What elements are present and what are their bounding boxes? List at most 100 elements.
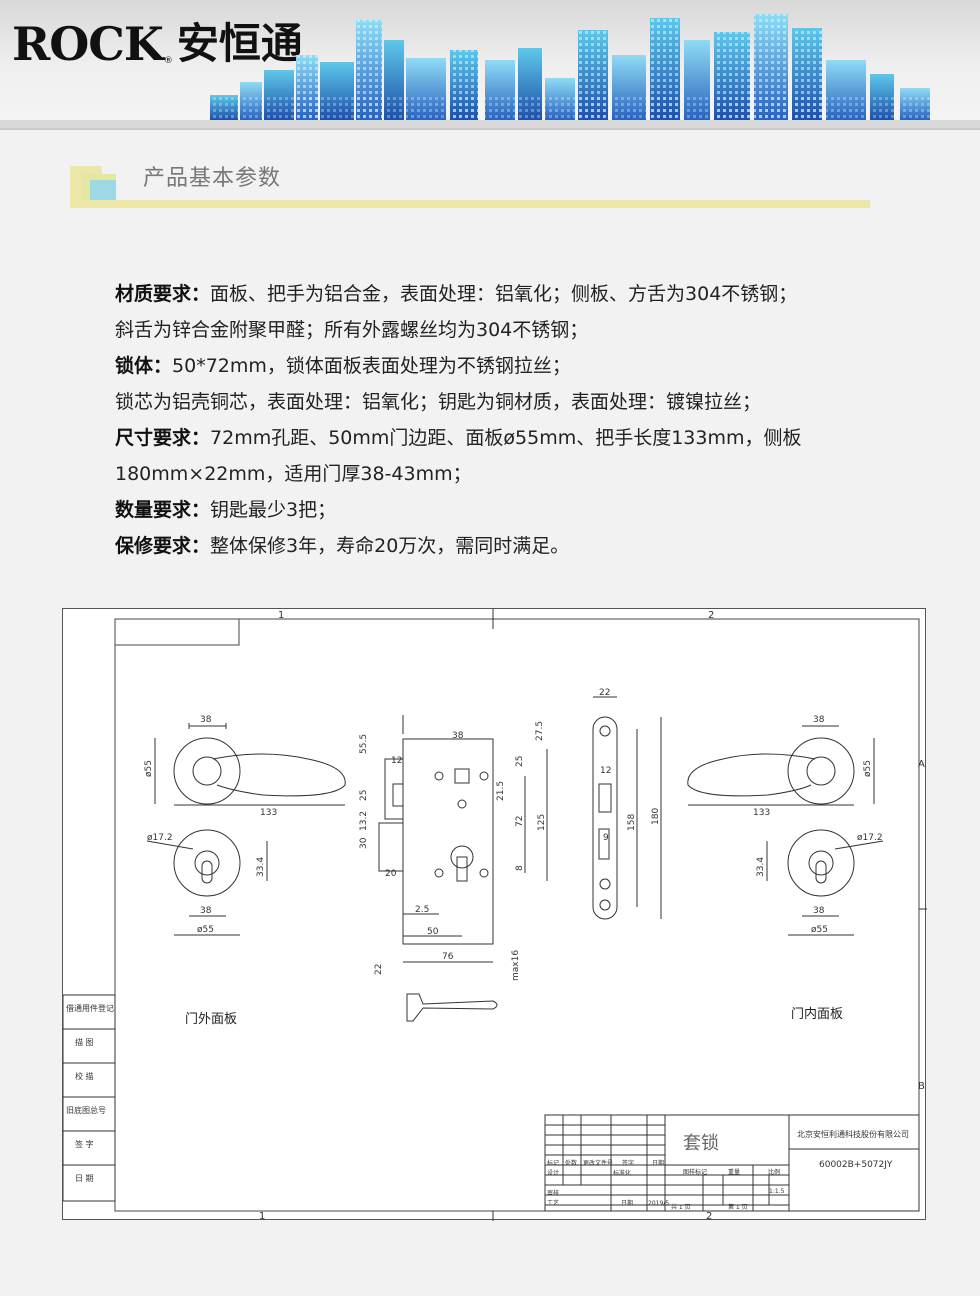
dim-label: 22 bbox=[374, 964, 384, 975]
header-divider bbox=[0, 120, 980, 128]
tb-label: 共 1 页 bbox=[671, 1203, 691, 1211]
spec-line: 数量要求：钥匙最少3把； bbox=[115, 492, 875, 528]
dim-label: 33.4 bbox=[756, 857, 766, 877]
inner-lever-handle: 38 ø55 133 bbox=[687, 715, 875, 818]
dim-label: 76 bbox=[442, 952, 454, 962]
spec-line: 斜舌为锌合金附聚甲醛；所有外露螺丝均为304不锈钢； bbox=[115, 312, 875, 348]
tb-label: 日期 bbox=[621, 1199, 633, 1207]
dim-label: 133 bbox=[260, 808, 277, 818]
dim-label: 2.5 bbox=[415, 905, 429, 915]
tb-label: 重量 bbox=[728, 1168, 740, 1176]
dim-label: 38 bbox=[813, 906, 825, 916]
dim-label: 25 bbox=[359, 790, 369, 801]
stamp-label: 描 图 bbox=[75, 1037, 94, 1047]
spec-text: 72mm孔距、50mm门边距、面板ø55mm、把手长度133mm，侧板 bbox=[210, 427, 802, 449]
tb-label: 工艺 bbox=[547, 1199, 559, 1207]
tb-label: 比例 bbox=[768, 1168, 780, 1176]
dim-label: ø17.2 bbox=[147, 833, 173, 843]
tb-label: 设计 bbox=[547, 1169, 559, 1177]
grid-col-label: 2 bbox=[706, 1211, 712, 1221]
right-panel-label: 门内面板 bbox=[791, 1006, 843, 1022]
dim-label: 133 bbox=[753, 808, 770, 818]
spec-text: 50*72mm，锁体面板表面处理为不锈钢拉丝； bbox=[172, 355, 571, 377]
stamp-label: 日 期 bbox=[75, 1174, 94, 1183]
spec-line: 材质要求：面板、把手为铝合金，表面处理：铝氧化；侧板、方舌为304不锈钢； bbox=[115, 276, 875, 312]
dim-label: 25 bbox=[515, 756, 525, 767]
spec-line: 保修要求：整体保修3年，寿命20万次，需同时满足。 bbox=[115, 528, 875, 564]
top-left-box bbox=[114, 618, 240, 646]
stamp-label: 签 字 bbox=[75, 1139, 94, 1149]
dim-label: 158 bbox=[627, 814, 637, 831]
grid-col-label: 1 bbox=[259, 1211, 265, 1221]
spec-text: 面板、把手为铝合金，表面处理：铝氧化；侧板、方舌为304不锈钢； bbox=[210, 283, 798, 305]
spec-line: 尺寸要求：72mm孔距、50mm门边距、面板ø55mm、把手长度133mm，侧板 bbox=[115, 420, 875, 456]
title-block-scale: 1:1.5 bbox=[769, 1188, 785, 1195]
dim-label: 55.5 bbox=[359, 734, 369, 754]
grid-col-label: 1 bbox=[278, 610, 284, 621]
tb-label: 签字 bbox=[622, 1159, 634, 1167]
dim-label: 38 bbox=[200, 906, 212, 916]
spec-text: 锁芯为铝壳铜芯，表面处理：铝氧化；钥匙为铜材质，表面处理：镀镍拉丝； bbox=[115, 391, 762, 413]
lock-body: 38 55.5 12 27.5 25 21.5 25 13.2 30 72 12… bbox=[359, 715, 548, 963]
dim-label: ø55 bbox=[144, 760, 154, 777]
spec-label: 数量要求： bbox=[115, 499, 211, 521]
spec-label: 材质要求： bbox=[115, 283, 211, 305]
section-title: 产品基本参数 bbox=[143, 166, 282, 191]
dim-label: 27.5 bbox=[535, 721, 545, 741]
header-banner: ROCK ® 安恒通 ® bbox=[0, 0, 980, 120]
dim-label: 20 bbox=[385, 869, 397, 879]
product-specs: 材质要求：面板、把手为铝合金，表面处理：铝氧化；侧板、方舌为304不锈钢； 斜舌… bbox=[115, 276, 875, 564]
tb-label: 第 1 页 bbox=[728, 1203, 748, 1211]
spec-label: 尺寸要求： bbox=[115, 427, 211, 449]
dim-label: ø55 bbox=[811, 925, 828, 935]
tb-label: 更改文件号 bbox=[583, 1159, 613, 1167]
dim-label: ø55 bbox=[863, 760, 873, 777]
dim-label: 72 bbox=[515, 816, 525, 827]
logo-wordmark: ROCK bbox=[12, 17, 164, 71]
dim-label: 33.4 bbox=[256, 857, 266, 877]
brand-logo[interactable]: ROCK ® 安恒通 ® bbox=[12, 18, 313, 70]
grid-col-label: 2 bbox=[708, 610, 714, 621]
dim-label: 21.5 bbox=[496, 781, 506, 801]
stamp-label: 借通用件登记 bbox=[66, 1003, 114, 1013]
spec-line: 180mm×22mm，适用门厚38-43mm； bbox=[115, 456, 875, 492]
tb-label: 审核 bbox=[547, 1189, 559, 1197]
dim-label: 38 bbox=[200, 715, 212, 725]
dim-label: 180 bbox=[651, 808, 661, 825]
spec-text: 斜舌为锌合金附聚甲醛；所有外露螺丝均为304不锈钢； bbox=[115, 319, 589, 341]
spec-label: 锁体： bbox=[115, 355, 173, 377]
inner-escutcheon: ø17.2 33.4 38 ø55 bbox=[756, 829, 884, 936]
title-block-code: 60002B+5072JY bbox=[819, 1160, 893, 1170]
section-title-decoration bbox=[70, 166, 116, 206]
left-panel-label: 门外面板 bbox=[185, 1012, 237, 1027]
side-faceplate: 22 12 158 180 9 bbox=[592, 688, 662, 920]
spec-label: 保修要求： bbox=[115, 535, 211, 557]
dim-label: 8 bbox=[515, 865, 525, 871]
tb-label: 标记 bbox=[547, 1159, 559, 1167]
stamp-label: 校 描 bbox=[75, 1071, 94, 1081]
spec-line: 锁芯为铝壳铜芯，表面处理：铝氧化；钥匙为铜材质，表面处理：镀镍拉丝； bbox=[115, 384, 875, 420]
outer-escutcheon: ø17.2 33.4 38 ø55 bbox=[146, 829, 268, 936]
dim-label: 38 bbox=[452, 731, 464, 741]
side-stamp-column: 借通用件登记 描 图 校 描 旧底图总号 签 字 日 期 bbox=[63, 994, 116, 1202]
title-block-date: 2019/5 bbox=[648, 1200, 669, 1207]
grid-row-label: A bbox=[918, 759, 925, 770]
dim-label: 38 bbox=[813, 715, 825, 725]
dim-label: 30 bbox=[359, 837, 369, 849]
outer-lever-handle: 38 ø55 133 bbox=[144, 715, 346, 818]
inner-frame bbox=[114, 618, 920, 1212]
header-divider-shadow bbox=[0, 128, 980, 130]
dim-label: ø17.2 bbox=[857, 833, 883, 843]
dim-label: max16 bbox=[511, 950, 521, 981]
spec-text: 钥匙最少3把； bbox=[210, 499, 337, 521]
stamp-label: 旧底图总号 bbox=[66, 1105, 106, 1115]
spec-text: 整体保修3年，寿命20万次，需同时满足。 bbox=[210, 535, 570, 557]
dim-label: 12 bbox=[600, 766, 611, 776]
tb-label: 标准化 bbox=[613, 1169, 631, 1177]
logo-registered-mark: ® bbox=[163, 56, 173, 66]
section-title-underline bbox=[70, 200, 870, 208]
title-block: 标记 处数 更改文件号 签字 日期 设计 标准化 审核 工艺 日期 2019/5… bbox=[544, 1114, 920, 1212]
city-skyline-illustration bbox=[210, 14, 930, 120]
grid-row-label: B bbox=[918, 1081, 925, 1092]
tb-label: 图样标记 bbox=[683, 1168, 707, 1176]
